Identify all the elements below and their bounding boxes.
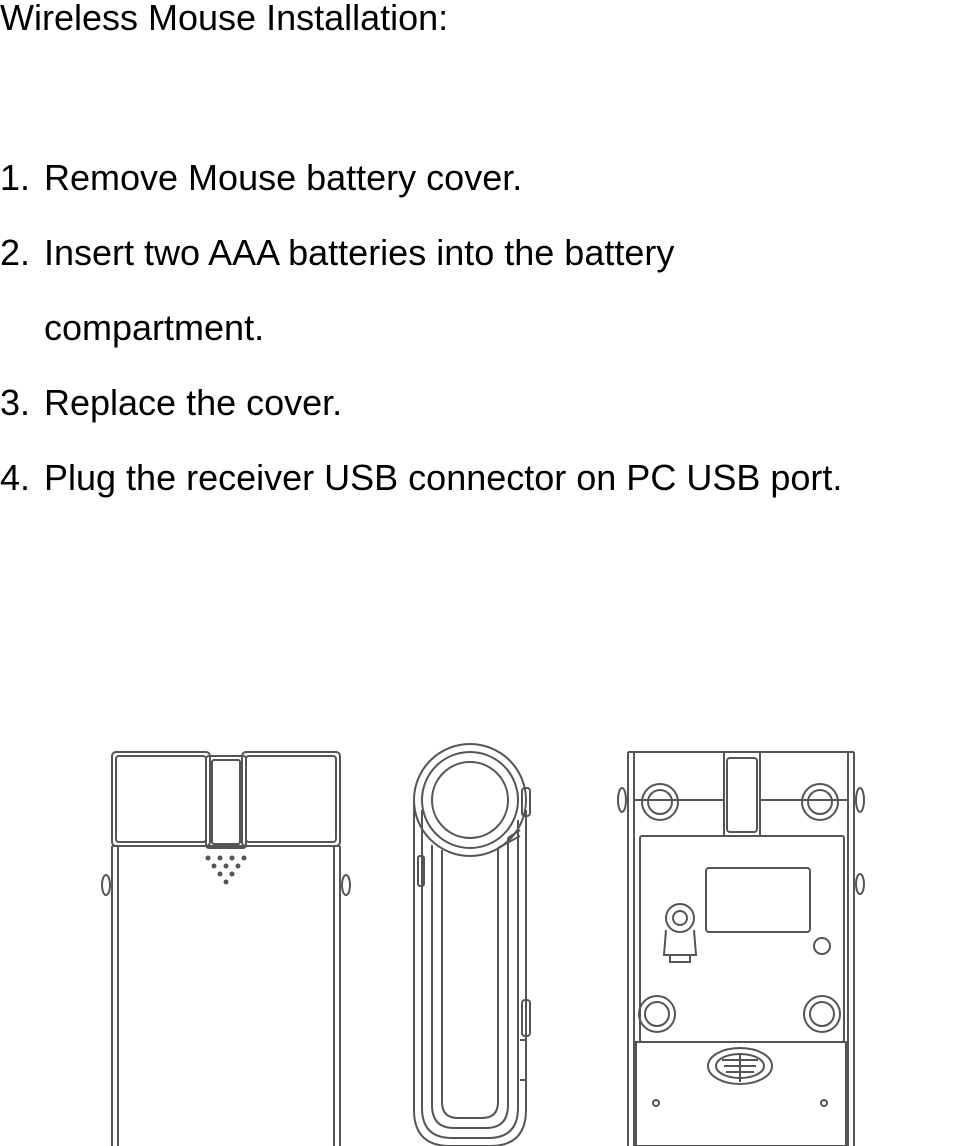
mouse-side-view: [413, 743, 531, 1146]
step-2-continuation: compartment.: [0, 290, 842, 365]
page-title: Wireless Mouse Installation:: [0, 0, 449, 38]
mouse-bottom-view: [617, 751, 865, 1146]
step-number: 3.: [0, 382, 31, 423]
step-4: 4. Plug the receiver USB connector on PC …: [0, 440, 842, 515]
step-text-continuation: compartment.: [44, 307, 265, 348]
step-number: 4.: [0, 457, 31, 498]
mouse-top-view: [101, 751, 351, 1146]
step-number: 2.: [0, 232, 31, 273]
instruction-list: 1. Remove Mouse battery cover. 2. Insert t…: [0, 140, 842, 515]
step-text: Remove Mouse battery cover.: [44, 157, 523, 198]
step-1: 1. Remove Mouse battery cover.: [0, 140, 842, 215]
step-number: 1.: [0, 157, 31, 198]
step-3: 3. Replace the cover.: [0, 365, 842, 440]
step-text: Insert two AAA batteries into the batter…: [44, 232, 675, 273]
mouse-line-drawing: [101, 743, 865, 1146]
step-2: 2. Insert two AAA batteries into the batt…: [0, 215, 842, 290]
step-text: Replace the cover.: [44, 382, 343, 423]
vent-holes: [205, 855, 247, 885]
step-text: Plug the receiver USB connector on PC US…: [44, 457, 843, 498]
